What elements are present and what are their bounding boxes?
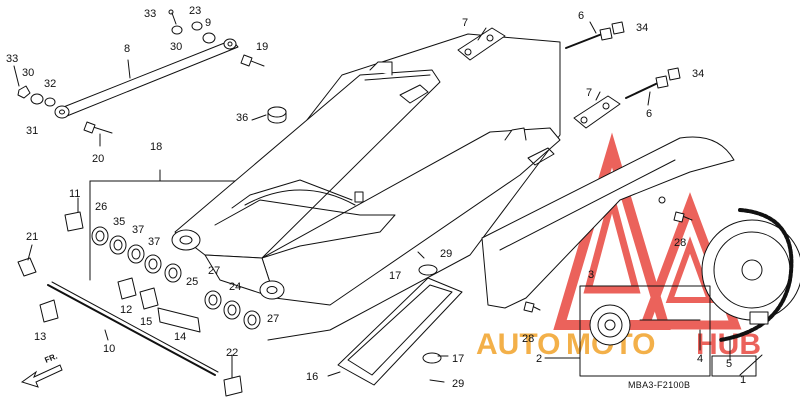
callout-35: 35 — [113, 216, 125, 228]
callout-20: 20 — [92, 153, 104, 165]
chain-case-3 — [481, 136, 735, 309]
callout-27: 27 — [208, 265, 220, 277]
callout-15: 15 — [140, 316, 152, 328]
front-direction-label: FR. — [43, 352, 58, 365]
callout-3: 3 — [588, 269, 594, 281]
callout-7b: 7 — [586, 87, 592, 99]
callout-27b: 27 — [267, 313, 279, 325]
callout-30b: 30 — [22, 67, 34, 79]
callout-6b: 6 — [646, 108, 652, 120]
callout-34b: 34 — [692, 68, 704, 80]
callout-22: 22 — [226, 347, 238, 359]
slider-7-upper — [457, 27, 506, 61]
callout-29b: 29 — [452, 378, 464, 390]
watermark-text-auto: AUTO — [476, 328, 560, 361]
callout-33b: 33 — [6, 53, 18, 65]
callout-37b: 37 — [148, 236, 160, 248]
callout-14: 14 — [174, 331, 186, 343]
callout-labels: 33 23 9 30 19 8 33 30 32 31 20 36 18 11 … — [6, 5, 746, 390]
callout-18: 18 — [150, 141, 162, 153]
callout-34: 34 — [636, 22, 648, 34]
chain-slider-16 — [337, 264, 463, 386]
pivot-axle-10 — [17, 257, 243, 397]
callout-16: 16 — [306, 371, 318, 383]
callout-4: 4 — [697, 353, 703, 365]
callout-8: 8 — [124, 43, 130, 55]
bushings — [64, 211, 261, 333]
callout-5: 5 — [726, 358, 732, 370]
callout-21: 21 — [26, 231, 38, 243]
callout-11: 11 — [69, 188, 80, 200]
callout-33: 33 — [144, 8, 156, 20]
callout-24: 24 — [229, 281, 241, 293]
callout-6: 6 — [578, 10, 584, 22]
swingarm-body-18 — [171, 61, 561, 306]
callout-13: 13 — [34, 331, 46, 343]
callout-29: 29 — [440, 248, 452, 260]
callout-30: 30 — [170, 41, 182, 53]
stay-bar-8 — [54, 38, 239, 119]
leader-lines — [27, 21, 763, 383]
bolt-6-upper — [565, 21, 625, 49]
callout-28b: 28 — [522, 333, 534, 345]
callout-36: 36 — [236, 112, 248, 124]
drawing-code: MBA3-F2100B — [628, 380, 690, 390]
callout-19: 19 — [256, 41, 268, 53]
callout-32: 32 — [44, 78, 56, 90]
callout-7: 7 — [462, 17, 468, 29]
callout-28: 28 — [674, 237, 686, 249]
callout-17b: 17 — [452, 353, 464, 365]
callout-31: 31 — [26, 125, 38, 137]
callout-12: 12 — [120, 304, 132, 316]
callout-26: 26 — [95, 201, 107, 213]
fasteners-top-left — [13, 9, 287, 134]
callout-17: 17 — [389, 270, 401, 282]
callout-37: 37 — [132, 224, 144, 236]
group-frame — [267, 33, 561, 341]
callout-2: 2 — [536, 353, 542, 365]
callout-23: 23 — [189, 5, 201, 17]
slider-7-lower — [573, 95, 621, 129]
callout-25: 25 — [186, 276, 198, 288]
front-direction-arrow: FR. — [20, 352, 63, 388]
callout-9: 9 — [205, 17, 211, 29]
line-art — [13, 9, 800, 397]
drive-chain-sprocket — [579, 208, 800, 377]
bolt-6-lower — [625, 67, 681, 99]
callout-1: 1 — [740, 374, 746, 386]
callout-10: 10 — [103, 343, 115, 355]
